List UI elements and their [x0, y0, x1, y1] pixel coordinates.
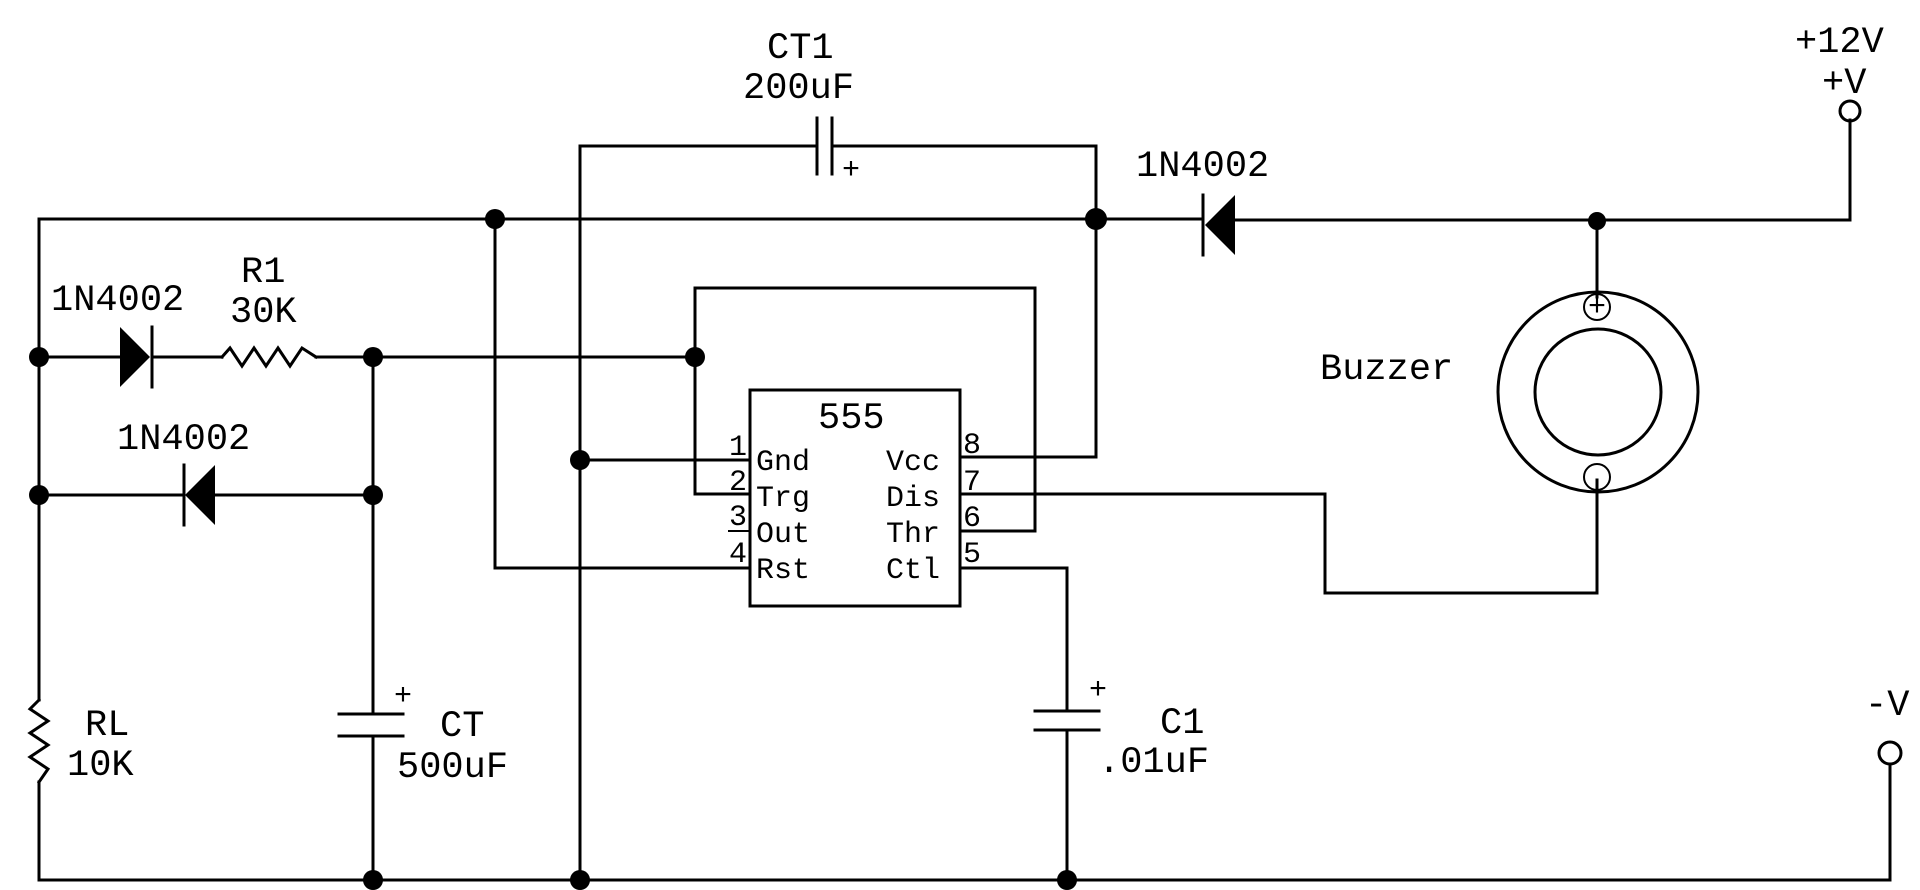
pin8-num: 8 [963, 429, 981, 463]
junction-dot [363, 485, 383, 505]
supply-terminals: +12V +V -V [1795, 22, 1909, 766]
pin6-name: Thr [886, 518, 940, 552]
supply-diode-icon [1205, 195, 1235, 255]
pin1-num: 1 [729, 431, 747, 465]
ct1-wire [830, 144, 1098, 221]
pos-terminal [1838, 99, 1862, 123]
r1-ref: R1 [241, 252, 285, 294]
buzzer-neg-terminal [1583, 463, 1611, 491]
junction-dot [363, 347, 383, 367]
rl-zigzag [27, 697, 51, 785]
ic-body [748, 388, 962, 608]
pin2-num: 2 [729, 466, 747, 500]
c1-plus: + [1089, 674, 1107, 708]
wires [37, 118, 1892, 882]
junction-dot [363, 870, 383, 890]
ct1-value: 200uF [743, 68, 854, 110]
junction-dot [485, 209, 505, 229]
pin8-name: Vcc [886, 446, 940, 480]
pin4-name: Rst [756, 554, 810, 588]
junction-dot [29, 347, 49, 367]
neg-terminal [1877, 740, 1903, 766]
c1-ref: C1 [1160, 703, 1204, 745]
buzzer: + Buzzer [1320, 290, 1700, 494]
ctl-wire [958, 566, 1069, 713]
pin7-num: 7 [963, 466, 981, 500]
pin7-name: Dis [886, 482, 940, 516]
junction-dot [29, 485, 49, 505]
d2-diode: 1N4002 [117, 419, 250, 527]
vcc-wire [958, 217, 1098, 459]
rl-resistor: RL 10K [27, 697, 134, 787]
pin5-num: 5 [963, 538, 981, 572]
ct1-capacitor: + CT1 200uF [743, 28, 860, 188]
rst-pin-wire [493, 217, 752, 570]
supply-neg-label: -V [1865, 685, 1909, 727]
pin1-name: Gnd [756, 446, 810, 480]
buzzer-outer-ring [1496, 290, 1700, 494]
junction-dot [570, 870, 590, 890]
d2-diode-icon [185, 465, 215, 525]
c1-value: .01uF [1098, 742, 1209, 784]
rl-ref: RL [85, 705, 129, 747]
d2-label: 1N4002 [117, 419, 250, 461]
thr-wire [693, 286, 1037, 533]
rl-value: 10K [67, 745, 134, 787]
ct-capacitor: + CT 500uF [337, 680, 508, 789]
buzzer-plus: + [1588, 291, 1606, 325]
ic-555: 555 1 Gnd 2 Trg 3 Out 4 Rst 8 Vcc 7 Dis … [729, 388, 981, 608]
pin4-num: 4 [729, 538, 747, 572]
ct-value: 500uF [397, 747, 508, 789]
junctions [29, 208, 1606, 890]
junction-dot [1057, 870, 1077, 890]
dis-wire [958, 478, 1599, 595]
trg-wire [693, 355, 752, 496]
buzzer-inner-ring [1533, 327, 1663, 457]
pin5-name: Ctl [886, 554, 940, 588]
pin6-num: 6 [963, 502, 981, 536]
supply-diode: 1N4002 [1136, 146, 1269, 257]
r1-value: 30K [230, 292, 297, 334]
pin3-name: Out [756, 518, 810, 552]
ct1-wire [578, 144, 819, 882]
junction-dot [570, 450, 590, 470]
d1-label: 1N4002 [51, 280, 184, 322]
pin3-num: 3 [729, 501, 747, 535]
d1-diode: 1N4002 [51, 280, 184, 389]
supply-diode-label: 1N4002 [1136, 146, 1269, 188]
buzzer-label: Buzzer [1320, 349, 1453, 391]
c1-capacitor: + C1 .01uF [1033, 674, 1209, 784]
supply-pos-label: +V [1822, 63, 1866, 105]
junction-dot [1085, 208, 1107, 230]
ct-ref: CT [440, 706, 484, 748]
junction-dot [685, 347, 705, 367]
ct1-plus: + [842, 154, 860, 188]
pin2-name: Trg [756, 482, 810, 516]
ct-plus: + [394, 680, 412, 714]
junction-dot [1588, 212, 1606, 230]
ic-name: 555 [818, 398, 885, 440]
d1-diode-icon [120, 327, 150, 387]
supply-voltage-label: +12V [1795, 22, 1884, 64]
r1-resistor: R1 30K [219, 252, 319, 369]
ct1-ref: CT1 [767, 28, 834, 70]
buzzer-pos-terminal [1583, 293, 1611, 321]
r1-zigzag [219, 345, 319, 369]
